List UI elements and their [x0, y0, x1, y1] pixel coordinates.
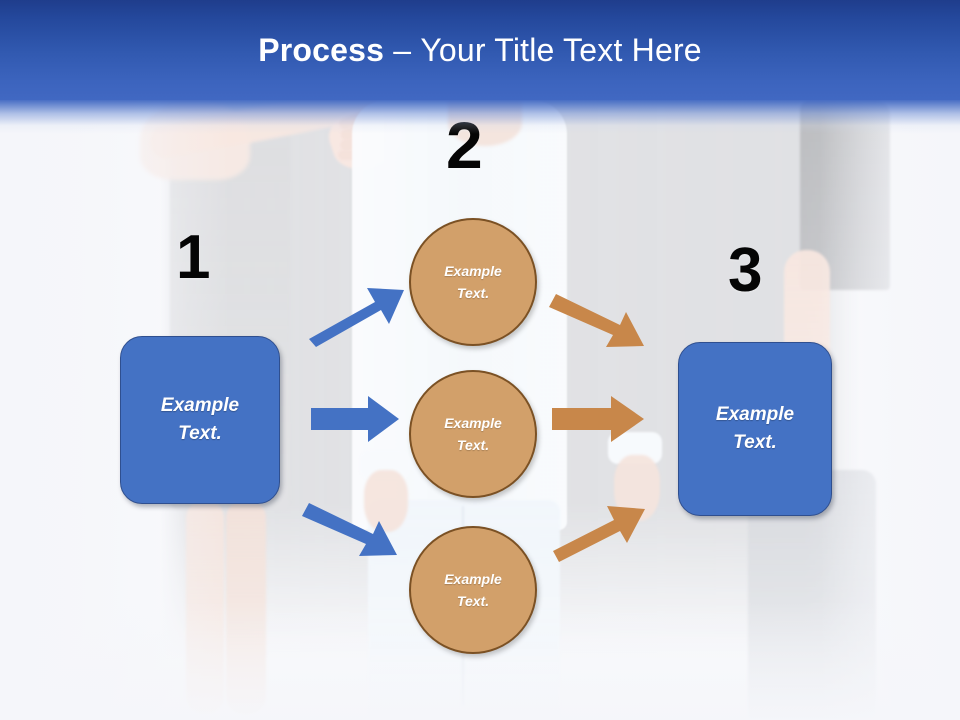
process-box-right-line1: Example: [715, 404, 795, 426]
photo-person-center-hand: [364, 470, 408, 532]
step-number-3: 3: [728, 236, 763, 305]
process-box-left-line1: Example: [160, 395, 240, 417]
process-box-left-line2: Text.: [178, 423, 222, 444]
process-circle-bottom-line1: Example: [444, 570, 502, 587]
process-circle-top[interactable]: Example Text.: [409, 218, 537, 346]
step-number-1: 1: [176, 223, 211, 292]
page-title-bold: Process: [258, 31, 385, 68]
page-title: Process – Your Title Text Here: [0, 0, 960, 100]
page-title-separator: –: [384, 31, 421, 68]
photo-person-left-leg: [186, 500, 224, 715]
process-circle-middle[interactable]: Example Text.: [409, 370, 537, 498]
process-circle-bottom[interactable]: Example Text.: [409, 526, 537, 654]
arrow-circle-top-to-box[interactable]: [549, 294, 644, 347]
process-box-right-line2: Text.: [733, 432, 777, 453]
process-circle-top-line2: Text.: [456, 285, 490, 301]
process-circle-middle-line2: Text.: [456, 437, 490, 453]
process-box-left[interactable]: Example Text.: [120, 336, 280, 504]
page-title-regular: Your Title Text Here: [420, 31, 702, 68]
arrow-box-to-circle-top[interactable]: [309, 288, 404, 347]
process-circle-top-line1: Example: [444, 262, 502, 279]
process-circle-bottom-line2: Text.: [456, 593, 490, 609]
arrow-box-to-circle-bottom[interactable]: [302, 503, 397, 556]
process-box-right[interactable]: Example Text.: [678, 342, 832, 516]
arrow-circle-mid-to-box[interactable]: [552, 396, 644, 442]
arrow-circle-bottom-to-box[interactable]: [553, 506, 645, 562]
process-circle-middle-line1: Example: [444, 414, 502, 431]
photo-person-left-leg: [226, 500, 266, 715]
arrow-box-to-circle-mid[interactable]: [311, 396, 399, 442]
step-number-2: 2: [446, 108, 483, 182]
